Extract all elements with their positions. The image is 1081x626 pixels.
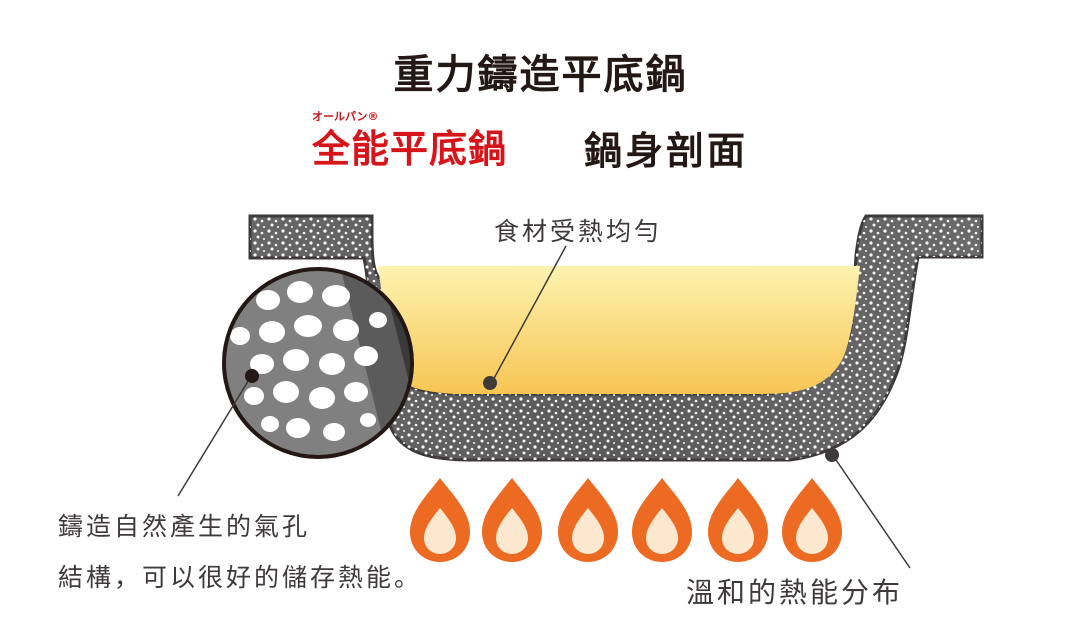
label-heat-distribution: 溫和的熱能分布 <box>686 576 904 609</box>
flame-icon <box>482 478 542 562</box>
food-marker-dot <box>483 376 497 390</box>
brand-small-logo: オールパン® <box>312 110 379 123</box>
leader-heat <box>825 448 911 569</box>
flame-icon <box>708 478 768 562</box>
label-pore-line-1: 鑄造自然產生的氣孔 <box>58 512 311 541</box>
pore-marker-dot <box>245 369 259 383</box>
heat-marker-dot <box>825 448 839 462</box>
flame-icon <box>632 478 692 562</box>
label-pore-line-2: 結構，可以很好的儲存熱能。 <box>58 563 423 592</box>
leader-food <box>483 245 567 390</box>
subtitle: オールパン® 全能平底鍋 鍋身剖面 <box>312 108 832 173</box>
leader-pore <box>177 369 259 497</box>
flame-icon <box>558 478 618 562</box>
flame-icon <box>782 478 842 562</box>
flame-icon <box>410 478 470 562</box>
brand-name: 全能平底鍋 <box>312 127 508 171</box>
flame-row <box>410 478 842 562</box>
label-food-heated-evenly: 食材受熱均勻 <box>494 217 663 246</box>
subtitle-tail: 鍋身剖面 <box>584 129 749 173</box>
page-title: 重力鑄造平底鍋 <box>393 52 688 98</box>
